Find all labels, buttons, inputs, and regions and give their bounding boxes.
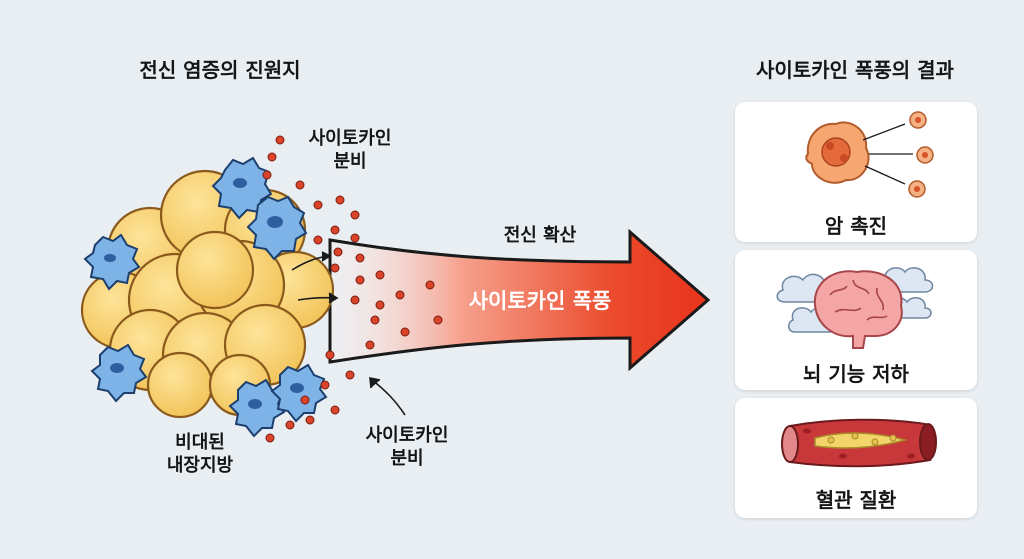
result-card-brain-label: 뇌 기능 저하 (803, 362, 909, 386)
secretion-arrows (291, 251, 406, 416)
macrophage-icon (270, 363, 328, 423)
macrophage-icon (90, 343, 148, 403)
result-card-brain: 뇌 기능 저하 (735, 250, 977, 390)
arrow-caption: 전신 확산 (503, 225, 577, 246)
right-title: 사이토카인 폭풍의 결과 (756, 58, 954, 82)
result-card-cancer: 암 촉진 (735, 102, 977, 242)
secretion-label-bottom-line1: 사이토카인 (365, 425, 449, 446)
result-card-cancer-label: 암 촉진 (824, 214, 888, 238)
cytokine-particles (262, 135, 443, 443)
tumor-icon (805, 111, 934, 198)
arrow-label: 사이토카인 폭풍 (468, 289, 612, 313)
fat-label-line1: 비대된 (175, 432, 225, 453)
immune-cells (83, 156, 328, 438)
secretion-label-top: 사이토카인 분비 (285, 128, 415, 173)
blood-vessel-icon (781, 418, 937, 468)
macrophage-icon (246, 195, 308, 261)
secretion-label-top-line2: 분비 (333, 150, 367, 172)
secretion-label-top-line1: 사이토카인 (308, 128, 392, 149)
fat-label-line2: 내장지방 (166, 454, 234, 476)
fat-label: 비대된 내장지방 (140, 432, 260, 477)
secretion-label-bottom-line2: 분비 (390, 447, 424, 469)
brain-icon (776, 267, 934, 349)
immune-cell-nuclei (104, 178, 304, 409)
left-title: 전신 염증의 진원지 (139, 58, 301, 82)
result-card-vessel-label: 혈관 질환 (815, 488, 897, 512)
secretion-label-bottom: 사이토카인 분비 (342, 425, 472, 470)
cytokine-storm-arrow (328, 228, 711, 372)
result-card-vessel: 혈관 질환 (735, 398, 977, 518)
macrophage-icon (83, 233, 141, 291)
